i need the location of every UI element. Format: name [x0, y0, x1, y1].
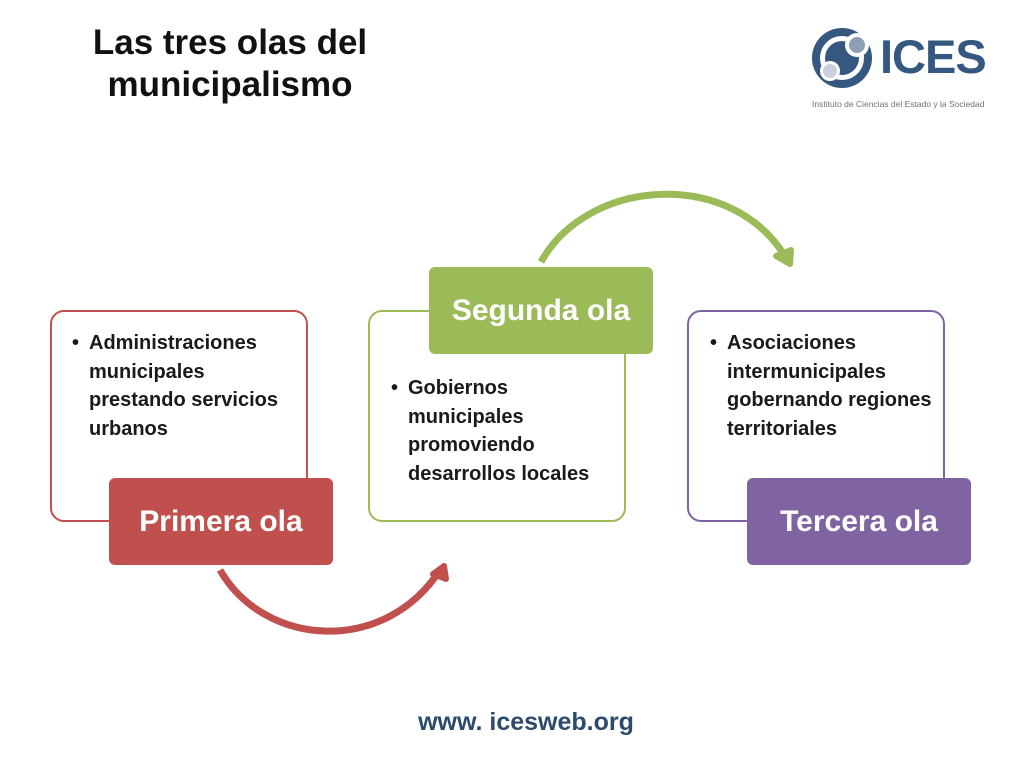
- ices-logo: ICES Instituto de Ciencias del Estado y …: [810, 24, 990, 118]
- tercera-ola-label: Tercera ola: [747, 478, 971, 565]
- segunda-ola-description: Gobiernos municipales promoviendo desarr…: [391, 374, 623, 488]
- slide-title: Las tres olas del municipalismo: [92, 23, 368, 104]
- segunda-ola-label: Segunda ola: [429, 267, 653, 354]
- arrow-segunda-to-tercera: [537, 190, 790, 264]
- tercera-ola-description: Asociaciones intermunicipales gobernando…: [710, 329, 942, 443]
- arrow-primera-to-segunda: [216, 568, 443, 635]
- website-url: www. icesweb.org: [418, 708, 634, 736]
- primera-ola-label: Primera ola: [109, 478, 333, 565]
- ices-logo-icon: [812, 28, 872, 88]
- primera-ola-description: Administraciones municipales prestando s…: [72, 329, 304, 443]
- logo-name: ICES: [880, 30, 987, 83]
- logo-subtitle: Instituto de Ciencias del Estado y la So…: [812, 99, 985, 109]
- arrow-head-primera-to-segunda: [430, 563, 449, 582]
- arrow-head-segunda-to-tercera: [773, 247, 794, 267]
